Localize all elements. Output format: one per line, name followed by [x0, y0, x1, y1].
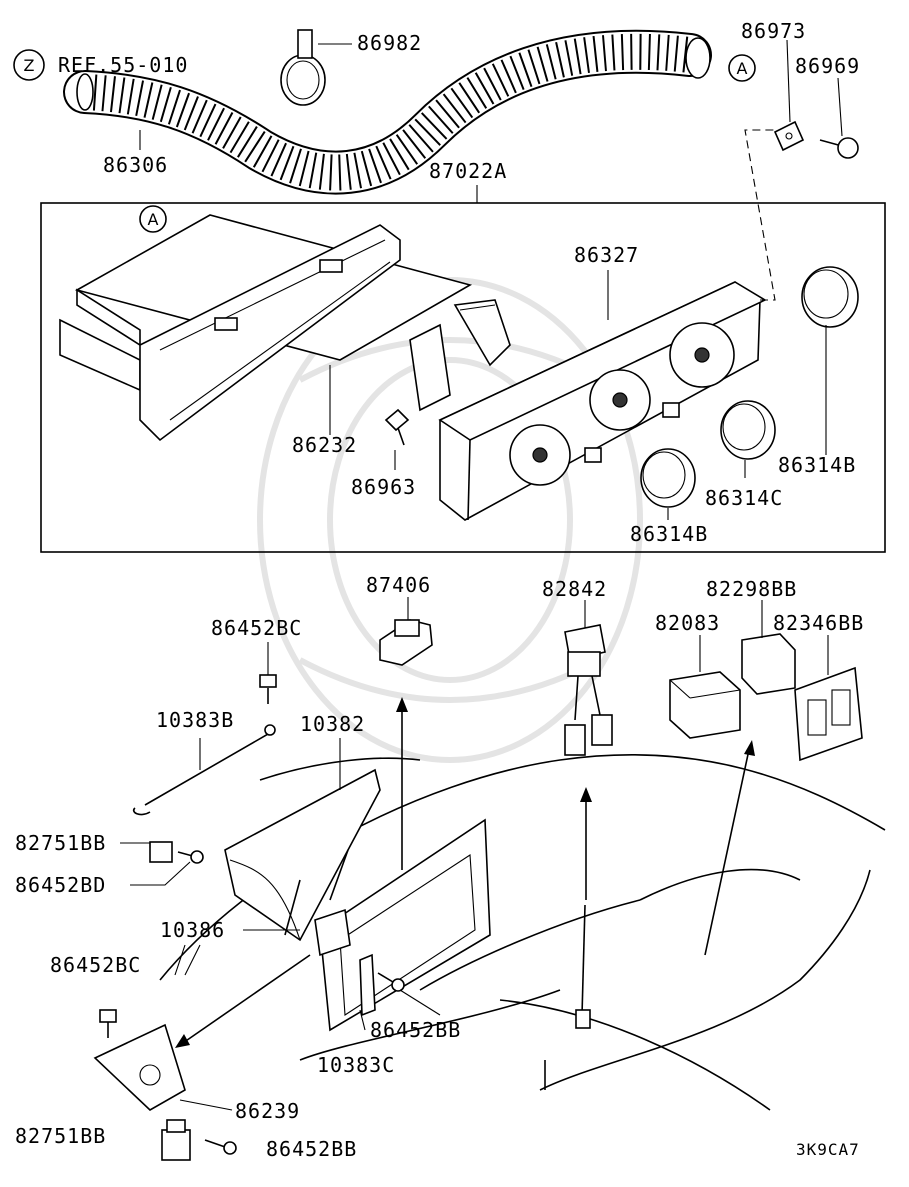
arrow-86239 [179, 954, 311, 1046]
rod-10383B [132, 724, 276, 816]
wire-harness [581, 904, 586, 1016]
bolt-86452BC-upper [259, 674, 277, 704]
label-86963: 86963 [351, 475, 416, 499]
bolt-86452BD [177, 850, 204, 864]
arrow-head-87406 [396, 697, 408, 712]
label-86452BC-upper: 86452BC [211, 616, 302, 640]
relay-82751BB-lower [161, 1119, 191, 1161]
label-10386: 10386 [160, 918, 225, 942]
dashed-guide [744, 129, 776, 301]
mount-bracket [409, 299, 511, 412]
label-82298BB: 82298BB [706, 577, 797, 601]
knob-86314C [720, 400, 776, 460]
svg-text:A: A [148, 210, 159, 229]
label-87406: 87406 [366, 573, 431, 597]
sensor-87406 [379, 619, 433, 666]
label-10382: 10382 [300, 712, 365, 736]
ref-label: REF.55-010 [58, 53, 188, 77]
label-86969: 86969 [795, 54, 860, 78]
panel-10382 [224, 768, 381, 942]
arrow-head-82842 [580, 787, 592, 802]
label-86973: 86973 [741, 19, 806, 43]
label-82751BB-lower: 82751BB [15, 1124, 106, 1148]
label-10383B: 10383B [156, 708, 234, 732]
arrow-switch [704, 744, 751, 956]
knob-86314B-bottom [640, 448, 696, 508]
label-86314B-bottom: 86314B [630, 522, 708, 546]
control-unit-86232 [59, 214, 473, 442]
switch-82083 [669, 671, 741, 739]
label-86982: 86982 [357, 31, 422, 55]
arrow-head-86239 [175, 1034, 190, 1048]
socket-82842 [564, 624, 613, 756]
label-86239: 86239 [235, 1099, 300, 1123]
vehicle-body-outline [159, 754, 886, 1111]
relay-82751BB-upper [149, 841, 173, 863]
diagram-ref-code: 3K9CA7 [796, 1140, 860, 1159]
screw-86452BB-middle [359, 953, 405, 1017]
label-86314B-right: 86314B [778, 453, 856, 477]
label-82083: 82083 [655, 611, 720, 635]
svg-text:A: A [737, 59, 748, 78]
bracket-86239 [93, 1023, 186, 1111]
knob-86314B-top [801, 266, 859, 328]
hook-10386 [284, 849, 351, 957]
screw-86969 [819, 137, 859, 159]
svg-text:Z: Z [24, 56, 35, 75]
label-86232: 86232 [292, 433, 357, 457]
label-86452BB-middle: 86452BB [370, 1018, 461, 1042]
label-86452BC-lower: 86452BC [50, 953, 141, 977]
label-87022A: 87022A [429, 159, 507, 183]
label-82751BB-upper: 82751BB [15, 831, 106, 855]
bolt-86452BB-lower [204, 1139, 237, 1155]
arrow-head-switch [744, 740, 755, 756]
leader-lines [120, 39, 843, 1111]
control-panel-86327 [438, 281, 767, 521]
ref-marker-z: Z [13, 49, 45, 81]
label-86314C: 86314C [705, 486, 783, 510]
assembly-box [40, 202, 886, 553]
switch-82298BB [741, 633, 796, 695]
label-86327: 86327 [574, 243, 639, 267]
hose-clamp-86982 [280, 29, 326, 106]
label-10383C: 10383C [317, 1053, 395, 1077]
duct-hose [63, 29, 712, 195]
label-86452BB-lower: 86452BB [266, 1137, 357, 1161]
label-86306: 86306 [103, 153, 168, 177]
clip-86973 [773, 120, 805, 152]
switch-panel-82346BB [794, 666, 863, 762]
screw-86963 [384, 408, 410, 446]
bolt-86452BC-lower [99, 1009, 117, 1038]
label-86452BD: 86452BD [15, 873, 106, 897]
label-82842: 82842 [542, 577, 607, 601]
label-82346BB: 82346BB [773, 611, 864, 635]
circle-a-box: A [139, 205, 167, 233]
circle-a-top: A [728, 54, 756, 82]
